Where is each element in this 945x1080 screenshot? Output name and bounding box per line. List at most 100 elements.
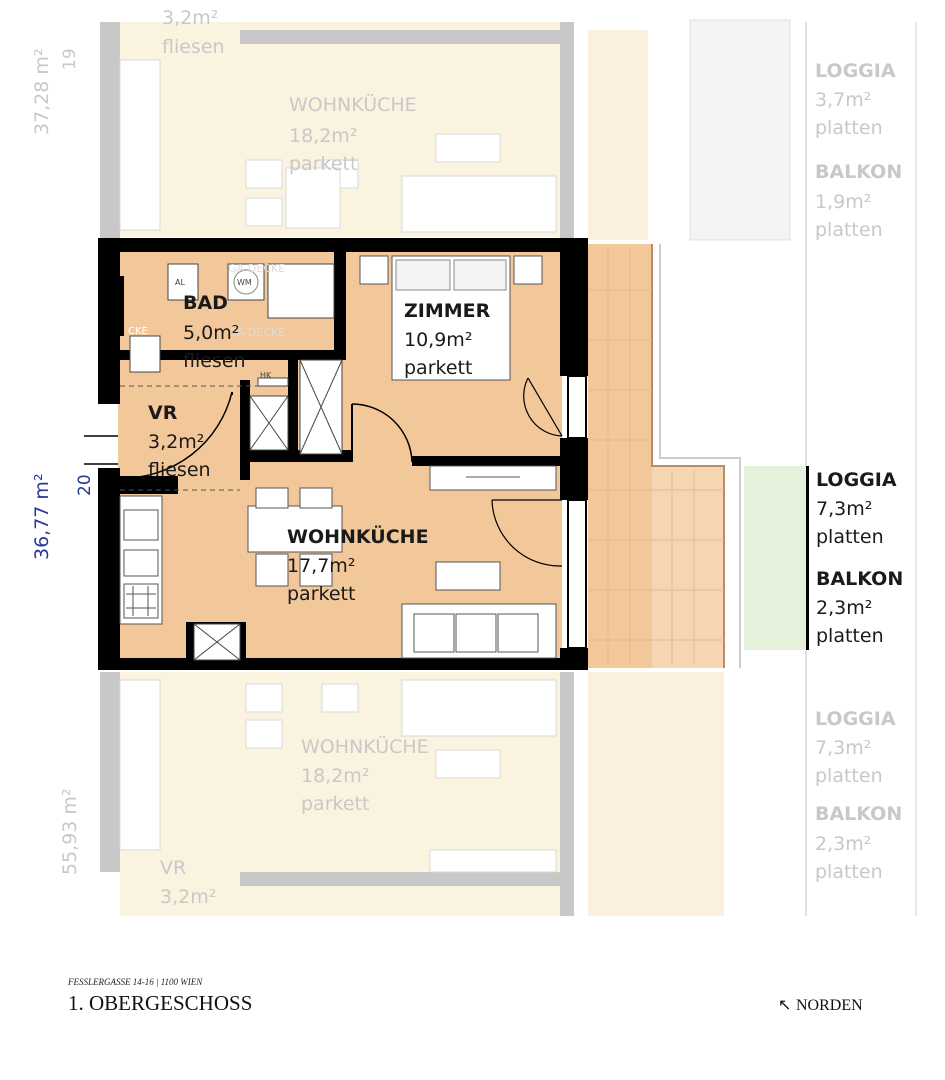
neighbor-bottom-sofa (401, 679, 557, 737)
balkon-floor (652, 466, 724, 668)
north-label: NORDEN (796, 997, 863, 1014)
neighbor-top-wall-left (100, 22, 120, 240)
room-zimmer-area: 10,9m² (404, 329, 472, 351)
door-zimmer-balcony-leaf (527, 377, 563, 437)
toilet (167, 263, 199, 301)
neighbor-bottom-balkon-name: BALKON (815, 803, 902, 825)
neighbor-top-wohnkueche-area: 18,2m² (289, 125, 357, 147)
neighbor-bottom-wall-inner (240, 872, 570, 886)
hk-label: HK (260, 371, 272, 380)
outdoor-label-bar (806, 466, 809, 650)
balkon-area: 2,3m² (816, 597, 872, 619)
neighbor-bottom-wardrobe (429, 849, 557, 873)
sofa (401, 603, 557, 659)
wall-vr-bottom (120, 476, 178, 494)
wall-right-middle (560, 438, 588, 500)
closet-kitchen (193, 623, 241, 661)
wall-bad-zimmer (334, 250, 346, 360)
kitchen-sink (123, 549, 159, 577)
loggia-area: 7,3m² (816, 498, 872, 520)
room-wohnkueche-floor: parkett (287, 583, 355, 605)
door-vr-swing (119, 391, 233, 479)
room-vr-area: 3,2m² (148, 431, 204, 453)
neighbor-bottom-loggia-name: LOGGIA (815, 708, 896, 730)
neighbor-top-table (285, 167, 341, 229)
neighbor-top-number: 19 (60, 48, 80, 70)
door-kitchen-balcony (491, 499, 563, 567)
neighbor-bottom-wall-left (100, 672, 120, 872)
neighbor-top-chair (245, 197, 283, 227)
loggia-name: LOGGIA (816, 469, 897, 491)
neighbor-bottom-coffee-table (435, 749, 501, 779)
chair (299, 553, 333, 587)
neighbor-bottom-loggia-area: 7,3m² (815, 737, 871, 759)
neighbor-top-wohnkueche-name: WOHNKÜCHE (289, 93, 417, 116)
wm-label: WM (237, 278, 252, 287)
stove (123, 583, 159, 619)
room-wohnkueche-name: WOHNKÜCHE (287, 524, 429, 548)
room-vr-floor: fliesen (148, 459, 211, 481)
door-zimmer-balcony (523, 377, 563, 437)
neighbor-bottom-wohnkueche-area: 18,2m² (301, 765, 369, 787)
nightstand (513, 255, 543, 285)
neighbor-bottom-vr-name: VR (160, 857, 186, 879)
wall-top (98, 238, 586, 252)
wall-right-lower (560, 648, 588, 670)
door-entrance (84, 435, 118, 465)
wall-bad-bottom (120, 350, 346, 360)
chair (255, 553, 289, 587)
room-bad-floor: fliesen (183, 350, 246, 372)
room-bad-area: 5,0m² (183, 322, 239, 344)
unit-number: 20 (75, 474, 95, 496)
nightstand (359, 255, 389, 285)
ga-decke-label-2: GA-DECKE (228, 326, 285, 339)
balkon-floor: platten (816, 625, 884, 647)
wall-closet (288, 360, 298, 460)
room-vr-name: VR (148, 402, 178, 424)
closet-vr (249, 395, 289, 451)
neighbor-top-balkon-area: 1,9m² (815, 191, 871, 213)
coffee-table (435, 561, 501, 591)
loggia-floor: platten (816, 526, 884, 548)
neighbor-top-coffee-table (435, 133, 501, 163)
neighbor-bottom-vr-area: 3,2m² (160, 886, 216, 908)
radiator (257, 377, 289, 387)
neighbor-top-sofa (401, 175, 557, 233)
neighbor-top-area: 37,28 m² (31, 48, 53, 135)
fridge (123, 509, 159, 541)
neighbor-top-balkon-name: BALKON (815, 161, 902, 183)
neighbor-bottom-chair (321, 683, 359, 713)
north-arrow-icon: ↖ (778, 997, 791, 1014)
wardrobe (429, 465, 557, 491)
al-label: AL (175, 278, 185, 287)
wall-bottom (98, 658, 586, 670)
neighbor-bottom-balkon-area: 2,3m² (815, 833, 871, 855)
wall-bad-inner (112, 276, 124, 336)
neighbor-bottom-wohnkueche-floor: parkett (301, 793, 369, 815)
loggia-edge (651, 244, 725, 668)
cke-label: CKE (128, 326, 148, 337)
chair (255, 487, 289, 509)
footer-address: FESSLERGASSE 14-16 | 1100 WIEN (67, 977, 203, 987)
unit-total-area: 36,77 m² (31, 473, 53, 560)
neighbor-top-wall-inner (240, 30, 560, 44)
wall-vr-right (240, 380, 250, 480)
neighbor-top-wohnkueche-floor: parkett (289, 153, 357, 175)
neighbor-bottom-wohnkueche-name: WOHNKÜCHE (301, 735, 429, 758)
wall-zimmer-bottom (412, 456, 562, 466)
neighbor-top-loggia-floor (588, 30, 648, 240)
neighbor-top-chair (245, 159, 283, 189)
neighbor-top-hatch (689, 19, 791, 241)
neighbor-top-partial-area: 3,2m² (162, 7, 218, 29)
highlighted-unit: AL WM GA-DECKE GA-DECKE CKE HK (31, 238, 903, 670)
door-zimmer-swing (351, 403, 413, 463)
neighbor-bottom-chair (245, 683, 283, 713)
neighbor-top-loggia-area: 3,7m² (815, 89, 871, 111)
room-zimmer-floor: parkett (404, 357, 472, 379)
sink (129, 335, 161, 373)
pillow (395, 259, 451, 291)
pillow (453, 259, 507, 291)
neighbor-top-partial-floor: fliesen (162, 36, 225, 58)
